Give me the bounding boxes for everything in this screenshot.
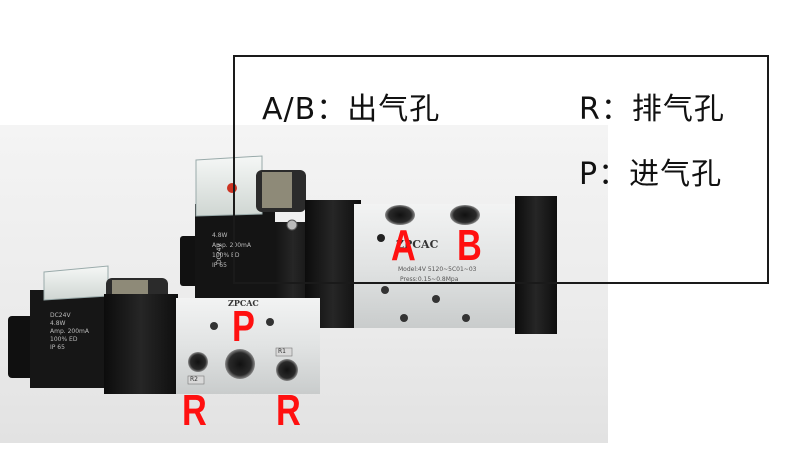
small-valve-coil-spec: 100% ED — [50, 336, 78, 343]
small-valve-coil-spec: DC24V — [50, 312, 71, 319]
small-valve-port-mark-r2-text: R2 — [190, 376, 198, 383]
small-valve-coil-spec: IP 65 — [50, 344, 65, 351]
small-valve-port-mark-r2 — [187, 375, 205, 385]
port-label-r-left: R — [182, 386, 207, 435]
port-a-hole-icon — [385, 205, 415, 225]
large-valve-brand: ZPCAC — [396, 238, 439, 251]
large-valve-coil-spec: Amp. 200mA — [212, 242, 251, 249]
small-valve-port-mark-r1-text: R1 — [278, 348, 286, 355]
small-valve-indicator-cap — [43, 265, 109, 301]
large-valve-coil-spec: 100% ED — [212, 252, 240, 259]
large-valve-aluminum-body — [354, 204, 524, 328]
large-valve-screw-icon — [381, 286, 389, 294]
small-valve-coil-body — [104, 294, 178, 394]
small-valve-coil-spec: Amp. 200mA — [50, 328, 89, 335]
large-valve-mount-hole-icon — [377, 234, 385, 242]
large-valve-right-endcap — [515, 196, 557, 334]
port-r2-hole-icon — [188, 352, 208, 372]
large-valve-coil-specs: DC24V — [206, 203, 225, 264]
large-valve-screw-icon — [462, 314, 470, 322]
small-valve-screw-icon — [210, 322, 218, 330]
port-r1-hole-icon — [276, 359, 298, 381]
small-valve-port-mark-r1 — [275, 347, 293, 357]
small-valve — [8, 265, 320, 394]
legend-p: P：进气孔 — [579, 157, 723, 192]
small-valve-brand: ZPCAC — [228, 298, 259, 308]
small-valve-screw-icon — [266, 318, 274, 326]
large-valve-bolt-icon — [286, 219, 298, 231]
large-valve-coil-spec: 4.8W — [212, 232, 228, 239]
large-valve-pressure: Press:0.15~0.8Mpa — [400, 276, 459, 283]
legend-ab: A/B：出气孔 — [262, 92, 441, 127]
large-valve — [180, 155, 557, 334]
port-label-p: P — [232, 302, 255, 351]
port-label-b: B — [457, 221, 482, 270]
large-valve-coil-spec: IP 65 — [212, 262, 227, 269]
legend-box — [233, 55, 769, 284]
legend-r: R：排气孔 — [579, 92, 725, 127]
small-valve-connector-housing — [30, 290, 108, 388]
large-valve-connector-housing — [195, 204, 275, 312]
large-valve-screw-icon — [432, 295, 440, 303]
port-b-hole-icon — [450, 205, 480, 225]
port-label-r-right: R — [276, 386, 301, 435]
large-valve-screw-icon — [400, 314, 408, 322]
large-valve-model: Model:4V 5120~5C01~03 — [398, 266, 477, 273]
port-p-hole-icon — [225, 349, 255, 379]
large-valve-connector-thread — [262, 172, 292, 208]
port-label-a: A — [391, 221, 416, 270]
small-valve-coil-spec: 4.8W — [50, 320, 66, 327]
